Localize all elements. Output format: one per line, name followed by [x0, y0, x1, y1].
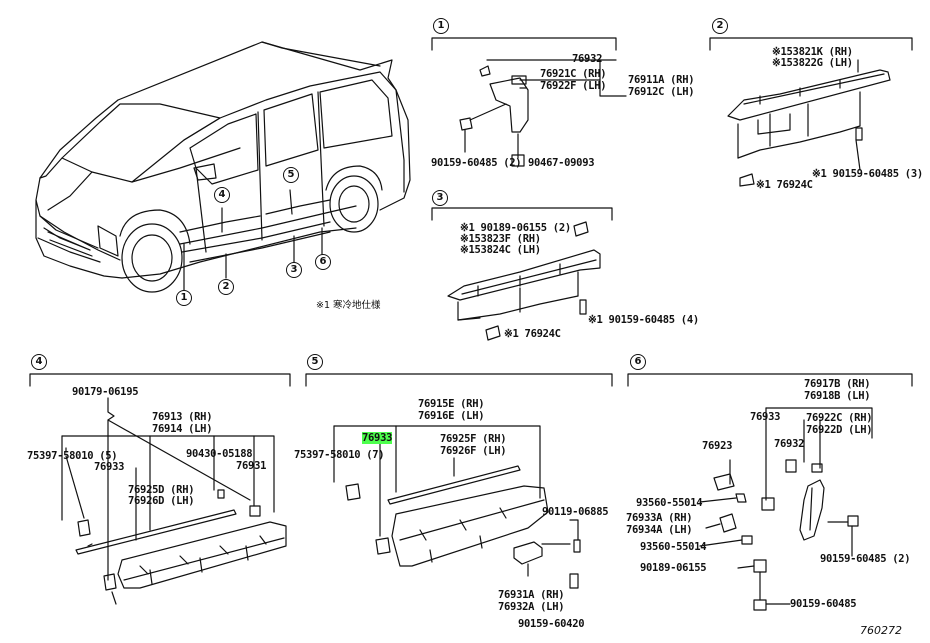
part-76933A[interactable]: 76933A (RH) — [626, 512, 693, 524]
part-90159-60420[interactable]: 90159-60420 — [518, 618, 585, 630]
part-76913[interactable]: 76913 (RH) — [152, 411, 213, 423]
section5-lines — [305, 373, 613, 589]
callout-2[interactable]: 2 — [218, 279, 234, 295]
section1-badge[interactable]: 1 — [433, 18, 449, 34]
vehicle-drawing — [35, 41, 411, 293]
footnote: ※1 寒冷地仕様 — [316, 300, 381, 311]
part-90159-60485-s1[interactable]: 90159-60485 (2) — [431, 157, 522, 169]
part-76934A[interactable]: 76934A (LH) — [626, 524, 693, 536]
part-90179-06195[interactable]: 90179-06195 — [72, 386, 139, 398]
part-76932-s6[interactable]: 76932 — [774, 438, 805, 450]
part-76923[interactable]: 76923 — [702, 440, 733, 452]
section2-lines — [709, 37, 913, 187]
part-76931-s4[interactable]: 76931 — [236, 460, 267, 472]
section6-badge[interactable]: 6 — [630, 354, 646, 370]
part-93560-55014-a[interactable]: 93560-55014 — [636, 497, 703, 509]
part-76925F[interactable]: 76925F (RH) — [440, 433, 507, 445]
part-76924C-s2[interactable]: ※1 76924C — [756, 179, 813, 191]
part-76911A[interactable]: 76911A (RH) — [628, 74, 695, 86]
section4-lines — [29, 373, 291, 605]
part-76932A[interactable]: 76932A (LH) — [498, 601, 565, 613]
part-153823F[interactable]: ※153823F (RH) — [460, 233, 541, 245]
part-76926F[interactable]: 76926F (LH) — [440, 445, 507, 457]
part-75397-58010-s5[interactable]: 75397-58010 (7) — [294, 449, 385, 461]
part-76925D[interactable]: 76925D (RH) — [128, 484, 195, 496]
part-76914[interactable]: 76914 (LH) — [152, 423, 213, 435]
highlighted-part-number[interactable]: 76933 — [362, 432, 393, 444]
callout-6[interactable]: 6 — [315, 254, 331, 270]
section2-badge[interactable]: 2 — [712, 18, 728, 34]
part-90189-06155-s6[interactable]: 90189-06155 — [640, 562, 707, 574]
part-76926D[interactable]: 76926D (LH) — [128, 495, 195, 507]
part-76922C[interactable]: 76922C (RH) — [806, 412, 873, 424]
part-93560-55014-b[interactable]: 93560-55014 — [640, 541, 707, 553]
part-90159-60485-s2[interactable]: ※1 90159-60485 (3) — [812, 168, 923, 180]
section1-lines — [431, 37, 627, 167]
part-90159-60485-s6b[interactable]: 90159-60485 — [790, 598, 857, 610]
part-76931A[interactable]: 76931A (RH) — [498, 589, 565, 601]
part-76933-s5[interactable]: 76933 — [362, 432, 392, 444]
part-153824C[interactable]: ※153824C (LH) — [460, 244, 541, 256]
part-76922D[interactable]: 76922D (LH) — [806, 424, 873, 436]
callout-3[interactable]: 3 — [286, 262, 302, 278]
section3-lines — [431, 207, 613, 341]
section5-badge[interactable]: 5 — [307, 354, 323, 370]
section4-badge[interactable]: 4 — [31, 354, 47, 370]
figure-number: 760272 — [860, 624, 902, 637]
part-76933-s4[interactable]: 76933 — [94, 461, 125, 473]
part-76915E[interactable]: 76915E (RH) — [418, 398, 485, 410]
section3-badge[interactable]: 3 — [432, 190, 448, 206]
callout-4[interactable]: 4 — [214, 187, 230, 203]
part-76922F[interactable]: 76922F (LH) — [540, 80, 607, 92]
section6-lines — [627, 373, 913, 611]
part-90159-60485-s3[interactable]: ※1 90159-60485 (4) — [588, 314, 699, 326]
part-76912C[interactable]: 76912C (LH) — [628, 86, 695, 98]
part-76918B[interactable]: 76918B (LH) — [804, 390, 871, 402]
part-76916E[interactable]: 76916E (LH) — [418, 410, 485, 422]
part-90430-05188[interactable]: 90430-05188 — [186, 448, 253, 460]
part-90159-60485-s6a[interactable]: 90159-60485 (2) — [820, 553, 911, 565]
part-153821K[interactable]: ※153821K (RH) — [772, 46, 853, 58]
part-153822G[interactable]: ※153822G (LH) — [772, 57, 853, 69]
part-76933-s6[interactable]: 76933 — [750, 411, 781, 423]
part-76932-s1[interactable]: 76932 — [572, 53, 603, 65]
part-75397-58010-s4[interactable]: 75397-58010 (5) — [27, 450, 118, 462]
part-76921C[interactable]: 76921C (RH) — [540, 68, 607, 80]
callout-1[interactable]: 1 — [176, 290, 192, 306]
part-76917B[interactable]: 76917B (RH) — [804, 378, 871, 390]
part-90467-09093[interactable]: 90467-09093 — [528, 157, 595, 169]
callout-5[interactable]: 5 — [283, 167, 299, 183]
part-90189-06155-s3[interactable]: ※1 90189-06155 (2) — [460, 222, 571, 234]
part-76924C-s3[interactable]: ※1 76924C — [504, 328, 561, 340]
part-90119-06885[interactable]: 90119-06885 — [542, 506, 609, 518]
